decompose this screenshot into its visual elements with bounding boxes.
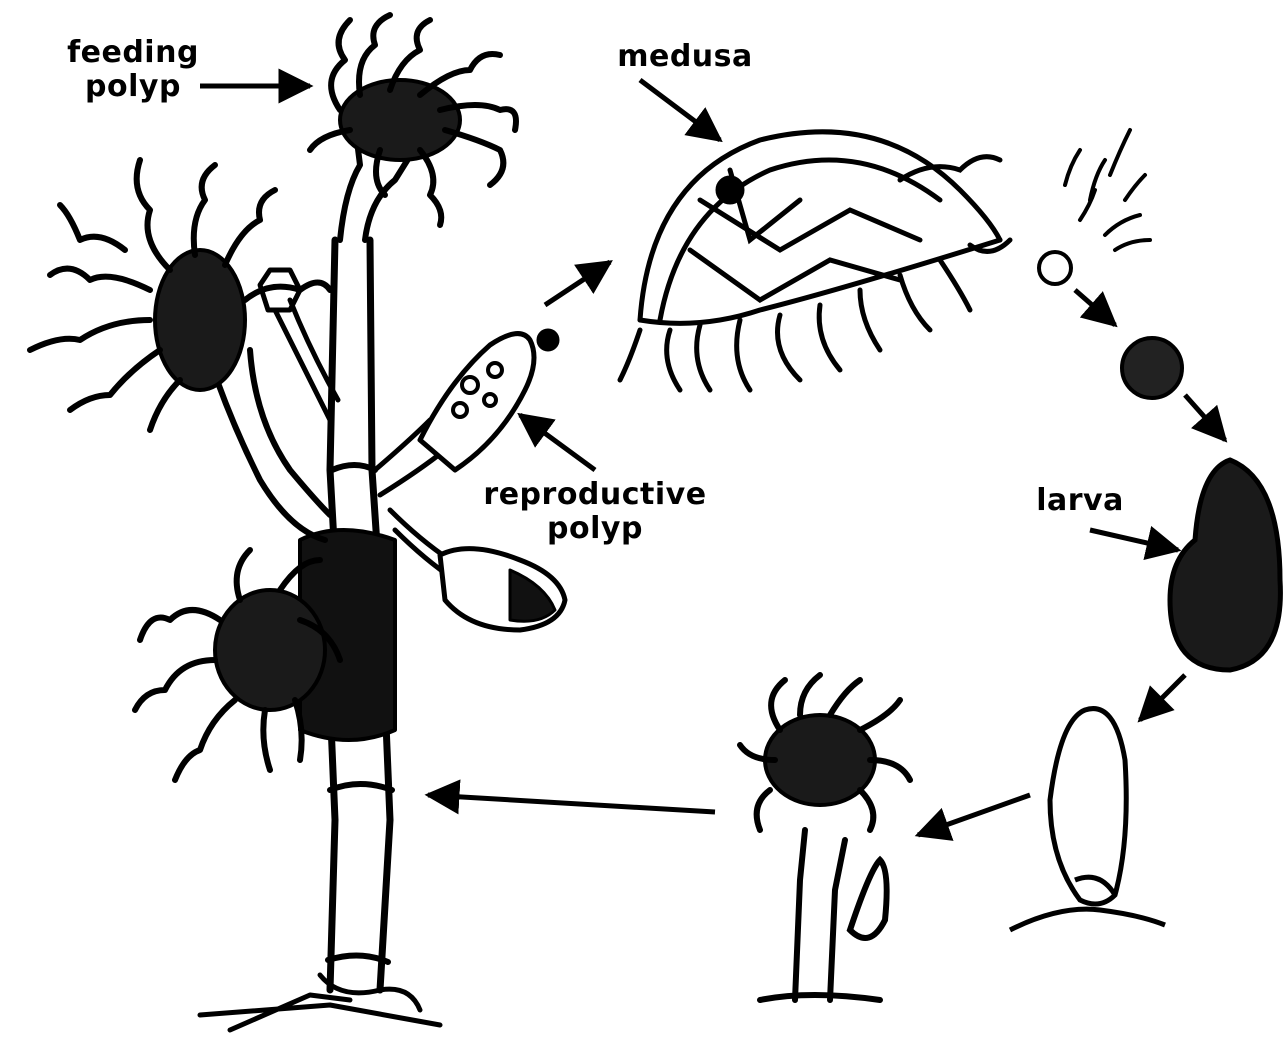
colony-stolon — [200, 975, 440, 1030]
label-reproductive-polyp-line2: polyp — [480, 512, 710, 546]
arrow-to-zygote — [1075, 290, 1115, 325]
medusa-drawing — [620, 132, 1010, 390]
settled-larva — [1010, 709, 1165, 930]
arrow-to-medusa — [545, 262, 610, 305]
arrow-medusa — [640, 80, 720, 140]
label-feeding-polyp-line1: feeding — [58, 36, 208, 70]
label-larva: larva — [1025, 484, 1135, 518]
feeding-polyp-left — [30, 160, 330, 540]
label-feeding-polyp: feeding polyp — [58, 36, 208, 104]
label-feeding-polyp-line2: polyp — [58, 70, 208, 104]
zygote-cell — [1122, 338, 1182, 398]
feeding-polyp-top — [310, 15, 516, 240]
label-reproductive-polyp-line1: reproductive — [480, 478, 710, 512]
young-polyp-colony — [740, 675, 910, 1000]
arrow-reproductive-polyp — [520, 415, 595, 470]
arrow-to-larva — [1185, 395, 1225, 440]
larva-drawing — [1170, 460, 1280, 670]
reproductive-polyp-upper — [375, 330, 558, 495]
egg-cell — [1039, 252, 1071, 284]
arrow-to-settled-larva — [1140, 675, 1185, 720]
colony-bud — [260, 270, 338, 420]
arrow-to-young-polyp — [918, 795, 1030, 835]
arrow-to-colony — [428, 795, 715, 812]
label-reproductive-polyp: reproductive polyp — [480, 478, 710, 546]
label-medusa: medusa — [610, 40, 760, 74]
arrow-larva-label — [1090, 530, 1178, 550]
sperm-cells — [1065, 130, 1150, 250]
